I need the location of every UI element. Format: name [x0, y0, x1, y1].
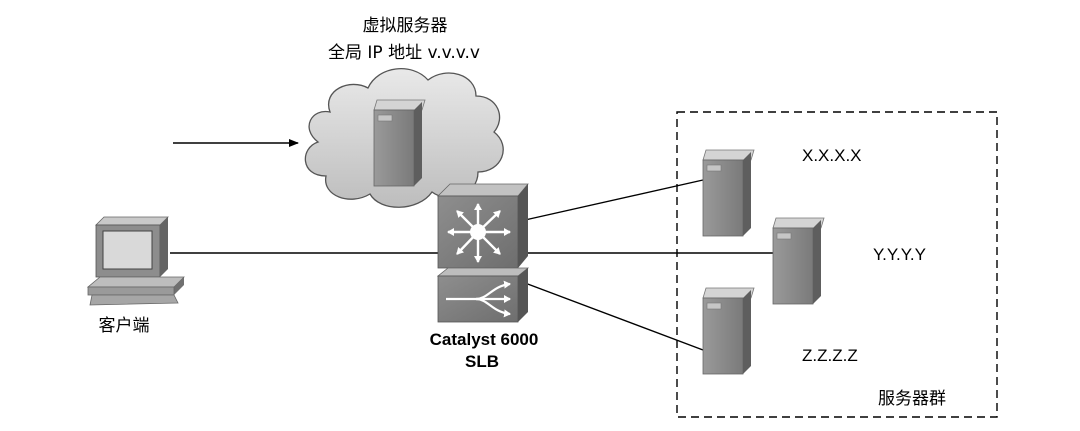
virtual-server-title: 虚拟服务器	[363, 16, 448, 36]
server-farm-boundary	[676, 111, 998, 418]
switch-name-label: Catalyst 6000	[430, 330, 539, 349]
server-x-label: X.X.X.X	[802, 146, 862, 165]
switch-role-label: SLB	[465, 352, 499, 371]
server-y-icon	[772, 217, 825, 305]
catalyst-switch-icon	[436, 183, 530, 323]
router-arrows-icon	[447, 203, 511, 263]
server-farm-label: 服务器群	[878, 389, 946, 409]
link-server-x	[524, 179, 704, 221]
link-server-z	[524, 282, 704, 351]
client-workstation-icon	[86, 216, 185, 306]
server-z-label: Z.Z.Z.Z	[802, 346, 858, 365]
virtual-server-icon	[373, 99, 426, 187]
server-z-icon	[702, 287, 755, 375]
virtual-server-address: 全局 IP 地址 v.v.v.v	[328, 43, 480, 63]
load-balance-arrows-icon	[446, 280, 511, 318]
server-x-icon	[702, 149, 755, 237]
server-y-label: Y.Y.Y.Y	[873, 245, 926, 264]
client-label: 客户端	[99, 316, 150, 336]
